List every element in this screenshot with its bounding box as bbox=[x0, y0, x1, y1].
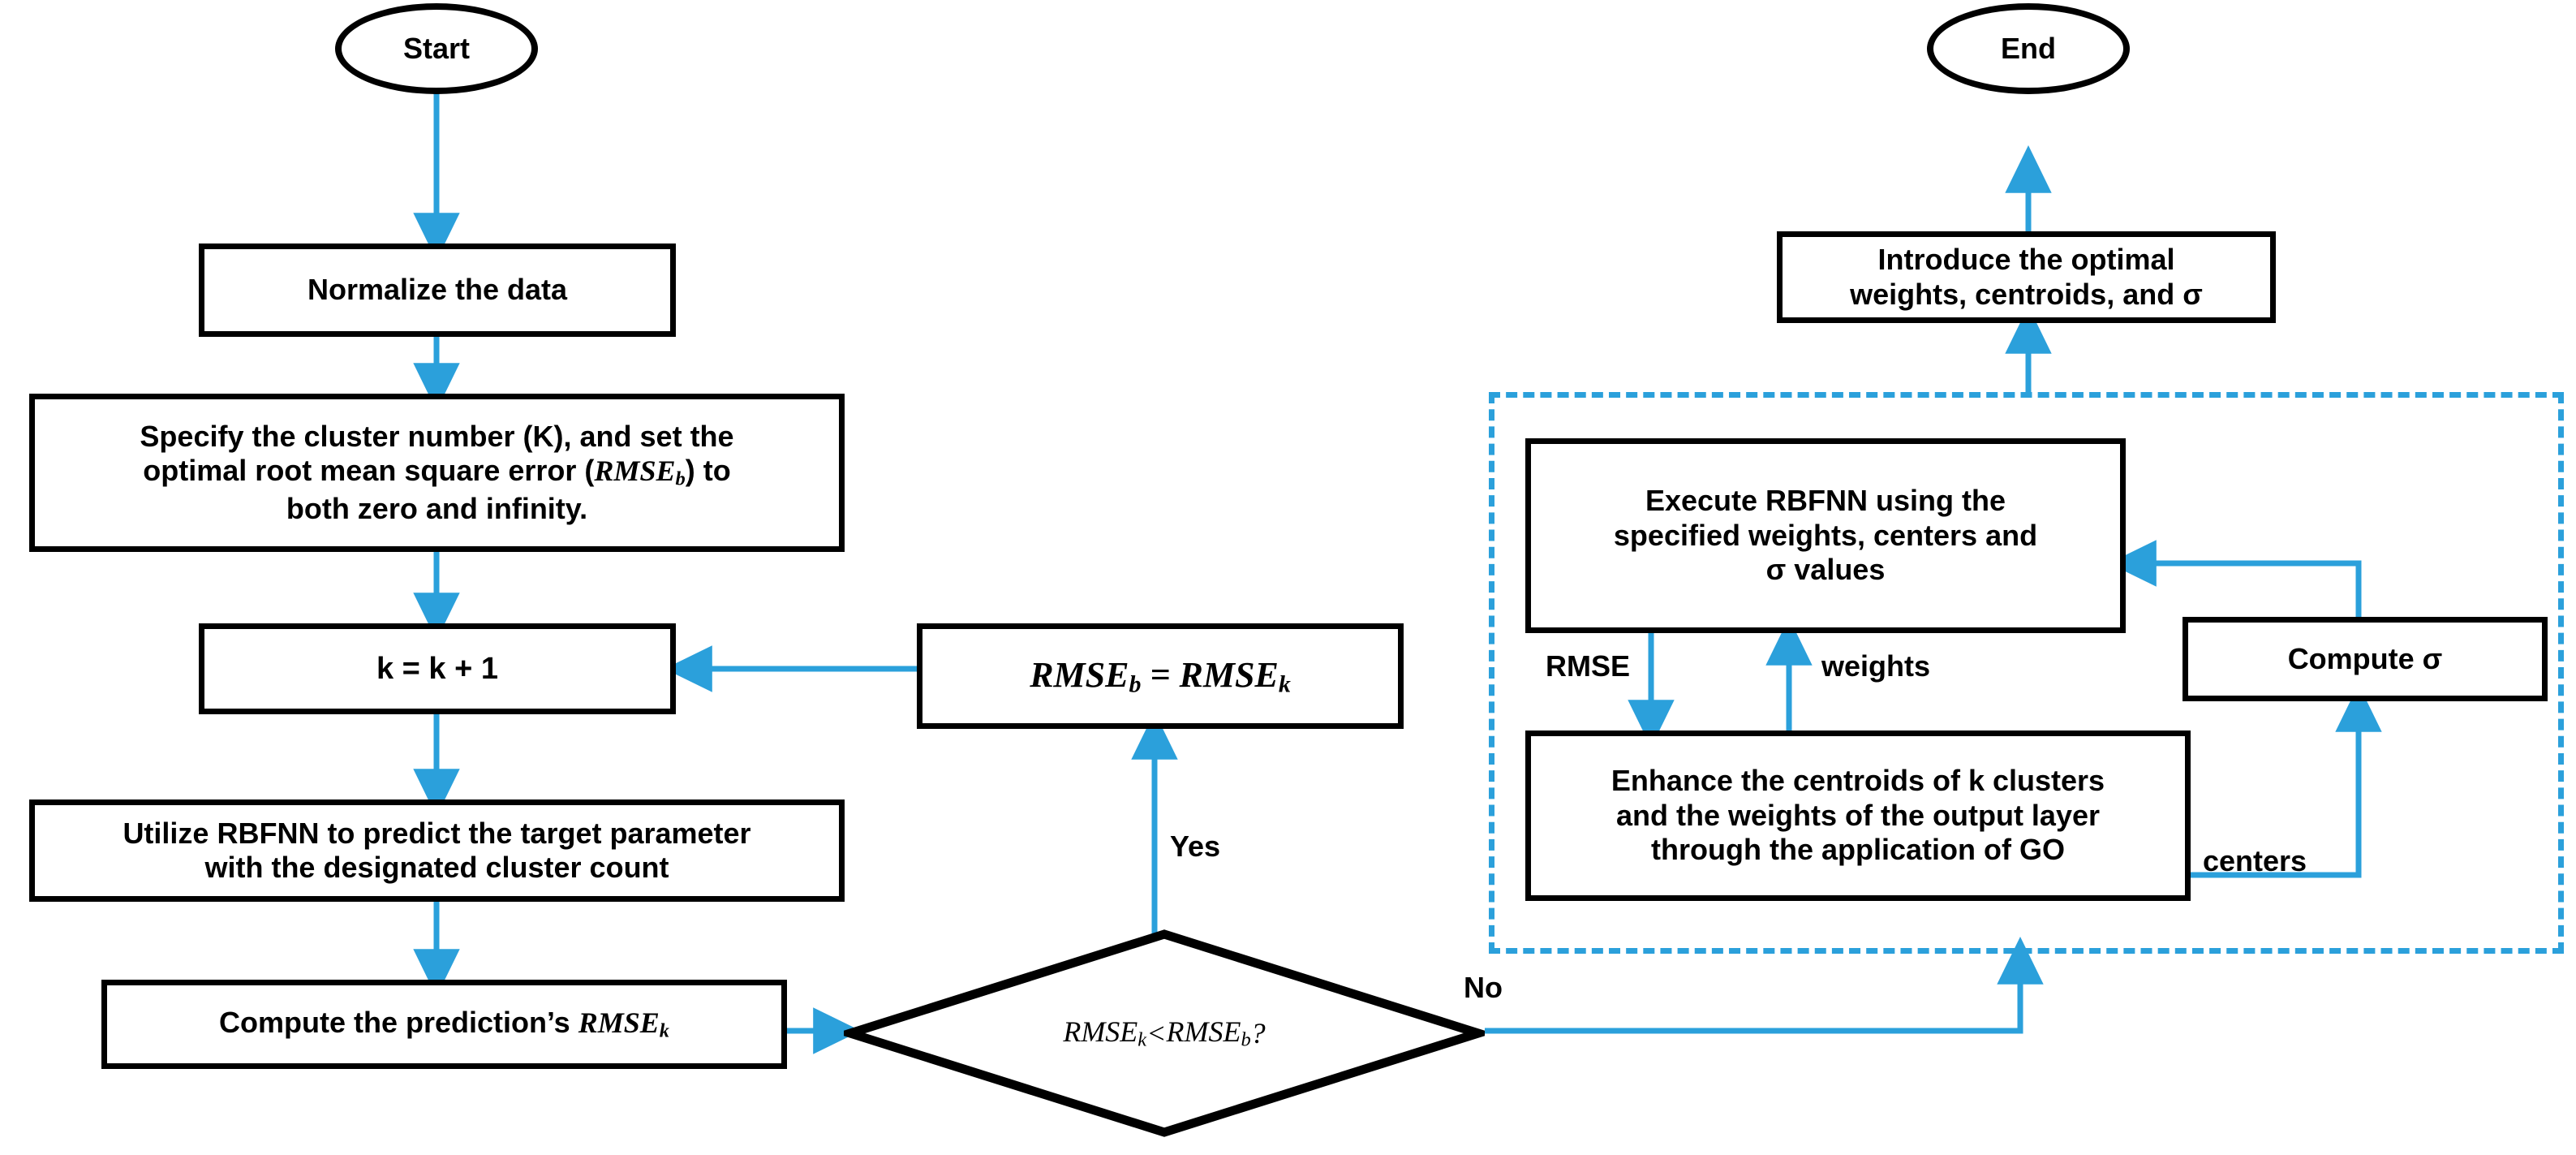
node-compute-rmse-sub: k bbox=[659, 1019, 669, 1042]
node-decision-label: RMSEk < RMSEb? bbox=[844, 928, 1485, 1139]
assign-operator: = bbox=[1141, 654, 1180, 695]
node-utilize-rbfnn[interactable]: Utilize RBFNN to predict the target para… bbox=[29, 799, 845, 902]
node-normalize-label: Normalize the data bbox=[307, 273, 568, 307]
node-specify-line3: both zero and infinity. bbox=[286, 491, 588, 525]
go-optimization-group bbox=[1489, 392, 2564, 954]
node-utilize-line1: Utilize RBFNN to predict the target para… bbox=[123, 816, 751, 850]
node-compute-rmse-math: RMSE bbox=[578, 1006, 660, 1039]
assign-math-left: RMSE bbox=[1030, 654, 1129, 695]
edge-label-rmse: RMSE bbox=[1546, 649, 1631, 683]
node-execute-rbfnn[interactable]: Execute RBFNN using the specified weight… bbox=[1525, 438, 2126, 633]
node-introduce-line1: Introduce the optimal bbox=[1877, 243, 2175, 277]
decision-sub-left: k bbox=[1137, 1028, 1147, 1051]
node-specify-line2-suffix: ) to bbox=[685, 454, 731, 488]
node-enhance-line3: through the application of GO bbox=[1651, 833, 2065, 867]
node-increment-label: k = k + 1 bbox=[376, 651, 498, 686]
node-utilize-line2: with the designated cluster count bbox=[204, 851, 669, 884]
edge-label-yes: Yes bbox=[1170, 830, 1221, 863]
node-increment-k[interactable]: k = k + 1 bbox=[199, 623, 676, 714]
edge-decision-group-no bbox=[1485, 937, 2044, 1034]
node-specify-line1: Specify the cluster number (K), and set … bbox=[140, 419, 734, 453]
edge-label-centers: centers bbox=[2203, 844, 2307, 877]
decision-sub-right: b bbox=[1241, 1028, 1251, 1051]
decision-suffix: ? bbox=[1250, 1017, 1266, 1049]
node-assign-rmse-label: RMSEb = RMSEk bbox=[1030, 654, 1291, 699]
node-specify-cluster-number[interactable]: Specify the cluster number (K), and set … bbox=[29, 394, 845, 552]
node-enhance-line2: and the weights of the output layer bbox=[1615, 798, 2101, 832]
assign-sub-right: k bbox=[1278, 670, 1291, 698]
diamond-shape bbox=[844, 929, 1485, 1137]
node-normalize-the-data[interactable]: Normalize the data bbox=[199, 243, 676, 337]
node-specify-rmse-sub: b bbox=[675, 468, 686, 490]
node-introduce-line2: weights, centroids, and σ bbox=[1850, 277, 2203, 311]
assign-sub-left: b bbox=[1129, 670, 1142, 698]
assign-math-right: RMSE bbox=[1179, 654, 1279, 695]
node-execute-line3: σ values bbox=[1765, 553, 1886, 587]
node-specify-rmse-math: RMSE bbox=[594, 455, 676, 488]
node-end-label: End bbox=[2001, 32, 2056, 65]
node-assign-rmse-best[interactable]: RMSEb = RMSEk bbox=[917, 623, 1404, 729]
decision-math-right: RMSE bbox=[1166, 1015, 1241, 1049]
node-compute-sigma[interactable]: Compute σ bbox=[2183, 617, 2548, 701]
edge-label-no: No bbox=[1464, 971, 1503, 1004]
node-compute-rmse-label: Compute the prediction’s RMSEk bbox=[219, 1006, 669, 1043]
node-compute-prediction-rmse[interactable]: Compute the prediction’s RMSEk bbox=[101, 980, 787, 1069]
edge-label-weights: weights bbox=[1821, 649, 1931, 683]
node-end[interactable]: End bbox=[1927, 3, 2130, 94]
node-execute-line1: Execute RBFNN using the bbox=[1645, 484, 2006, 518]
node-enhance-line1: Enhance the centroids of k clusters bbox=[1611, 764, 2105, 798]
decision-math-left: RMSE bbox=[1063, 1015, 1138, 1049]
node-specify-line2-prefix: optimal root mean square error ( bbox=[143, 454, 595, 488]
node-specify-line2: optimal root mean square error (RMSEb) t… bbox=[43, 454, 831, 491]
node-compute-rmse-prefix: Compute the prediction’s bbox=[219, 1005, 578, 1039]
node-compute-sigma-label: Compute σ bbox=[2287, 641, 2443, 675]
node-decision-rmse-compare[interactable]: RMSEk < RMSEb? bbox=[844, 928, 1485, 1139]
node-introduce-optimal[interactable]: Introduce the optimal weights, centroids… bbox=[1777, 231, 2276, 323]
node-start-label: Start bbox=[402, 32, 471, 65]
node-execute-line2: specified weights, centers and bbox=[1613, 518, 2038, 552]
decision-operator: < bbox=[1146, 1017, 1167, 1049]
node-enhance-centroids[interactable]: Enhance the centroids of k clusters and … bbox=[1525, 730, 2191, 901]
node-start[interactable]: Start bbox=[335, 3, 538, 94]
